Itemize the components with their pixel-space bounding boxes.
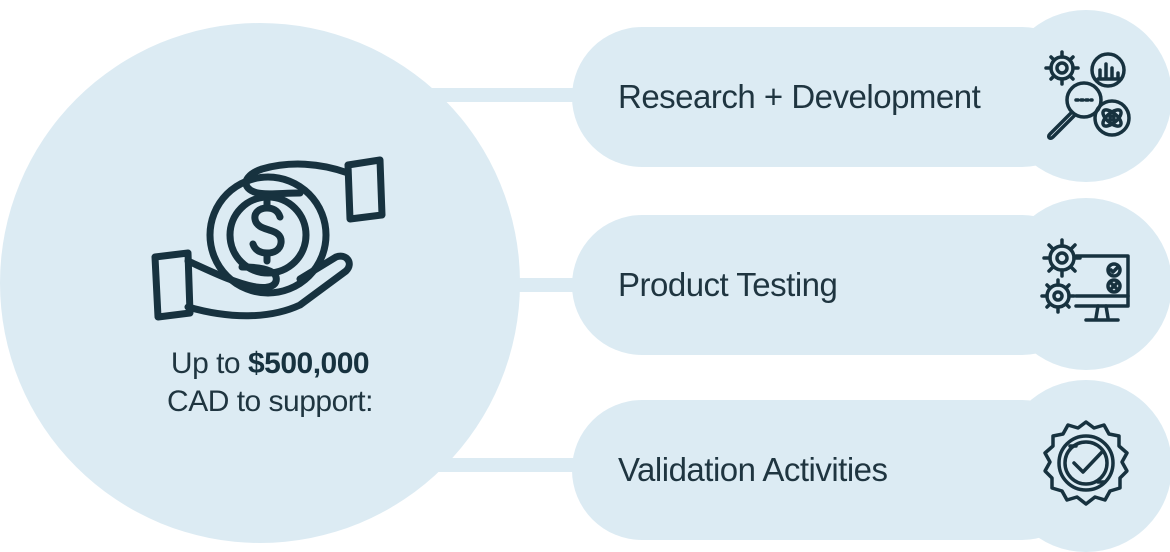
money-hands-icon <box>151 156 386 321</box>
headline-line-1: Up to $500,000 <box>60 345 480 383</box>
headline-prefix: Up to <box>170 347 248 380</box>
activity-label-validation: Validation Activities <box>618 451 888 488</box>
activity-label-testing: Product Testing <box>618 266 838 303</box>
icon-circle-validation <box>1000 380 1170 552</box>
verified-badge-icon <box>1043 420 1129 506</box>
research-analytics-icon <box>1044 50 1131 140</box>
activity-label-research: Research + Development <box>618 78 981 115</box>
icon-circle-testing <box>1000 198 1170 370</box>
icon-circle-research <box>1000 10 1170 182</box>
center-circle <box>0 23 520 543</box>
funding-amount: $500,000 <box>247 347 370 380</box>
funding-headline: Up to $500,000 CAD to support: <box>60 345 480 421</box>
headline-line-2: CAD to support: <box>167 385 373 418</box>
gears-monitor-icon <box>1040 238 1130 322</box>
